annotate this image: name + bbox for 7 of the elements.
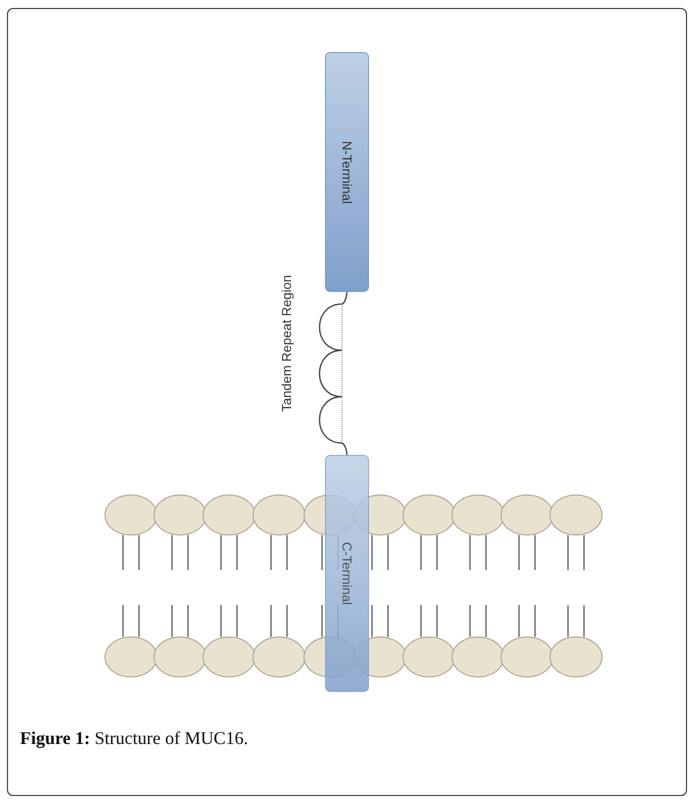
domain-label: C-Terminal [340, 542, 354, 605]
figure-caption: Figure 1: Structure of MUC16. [20, 728, 248, 749]
protein-domain-bar [325, 455, 369, 692]
edge-label: Tandem Repeat Region [279, 275, 294, 412]
domain-label: N-Terminal [340, 140, 354, 204]
wavy-connector [318, 292, 348, 456]
protein-domain-bar [325, 52, 369, 292]
